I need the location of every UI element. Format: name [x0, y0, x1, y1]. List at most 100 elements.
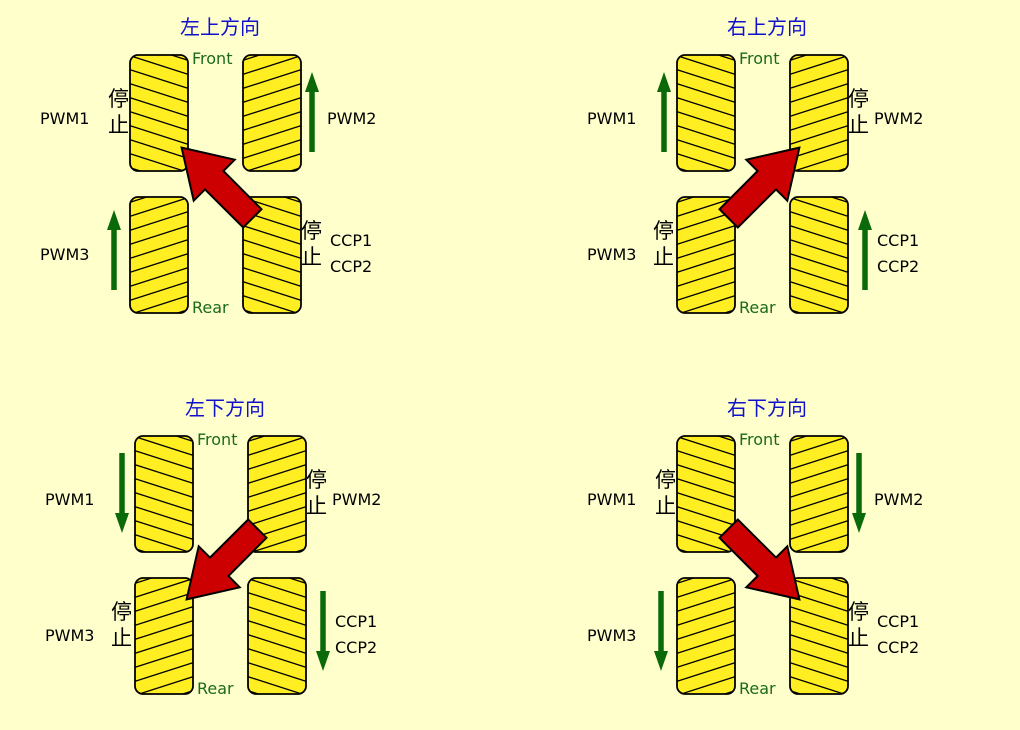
motor-label-rr-2: CCP2 — [877, 257, 919, 276]
stop-marker-rl: 停 — [111, 600, 132, 624]
motor-label-fr: PWM2 — [874, 109, 923, 128]
stop-marker-rr: 止 — [848, 626, 869, 650]
wheel-rl — [134, 577, 194, 695]
stop-marker-rl: 停 — [653, 219, 674, 243]
roller-lines — [790, 55, 848, 171]
front-label: Front — [197, 430, 237, 449]
motor-label-rl: PWM3 — [587, 245, 636, 264]
panel-title: 右下方向 — [727, 396, 807, 420]
wheel-rl — [129, 196, 189, 314]
roller-lines — [790, 578, 848, 694]
wheel-rr — [789, 196, 849, 314]
front-label: Front — [739, 49, 779, 68]
wheel-outline — [789, 196, 849, 314]
motor-direction-arrow-icon — [858, 210, 872, 290]
stop-marker-rl: 止 — [653, 245, 674, 269]
motor-label-fr: PWM2 — [874, 490, 923, 509]
wheel-outline — [247, 577, 307, 695]
roller-lines — [677, 578, 735, 694]
motor-label-fl: PWM1 — [587, 490, 636, 509]
wheel-outline — [129, 54, 189, 172]
movement-direction-arrow-icon — [180, 146, 263, 229]
motor-label-rr-1: CCP1 — [877, 231, 919, 250]
motor-label-rr-2: CCP2 — [335, 638, 377, 657]
stop-marker-fl: 止 — [655, 494, 676, 518]
stop-marker-fl: 停 — [655, 468, 676, 492]
wheel-outline — [676, 54, 736, 172]
motor-label-fr: PWM2 — [327, 109, 376, 128]
stop-marker-rl: 止 — [111, 626, 132, 650]
wheel-outline — [242, 54, 302, 172]
panel-title: 右上方向 — [727, 15, 807, 39]
wheel-rl — [676, 577, 736, 695]
wheel-outline — [134, 577, 194, 695]
wheel-fr — [789, 435, 849, 553]
wheel-outline — [134, 435, 194, 553]
motor-direction-arrow-icon — [305, 72, 319, 152]
wheel-outline — [242, 196, 302, 314]
stop-marker-rr: 停 — [848, 600, 869, 624]
rear-label: Rear — [197, 679, 234, 698]
wheel-outline — [676, 435, 736, 553]
motor-direction-arrow-icon — [115, 453, 129, 533]
wheel-outline — [247, 435, 307, 553]
motor-direction-arrow-icon — [654, 591, 668, 671]
motor-direction-arrow-icon — [107, 210, 121, 290]
wheel-outline — [676, 577, 736, 695]
wheel-rl — [676, 196, 736, 314]
wheel-fl — [676, 435, 736, 553]
wheel-outline — [676, 196, 736, 314]
motor-label-rr-2: CCP2 — [330, 257, 372, 276]
motor-label-rr-1: CCP1 — [335, 612, 377, 631]
stop-marker-fr: 停 — [306, 468, 327, 492]
movement-direction-arrow-icon — [185, 518, 268, 601]
wheel-fr — [789, 54, 849, 172]
front-label: Front — [192, 49, 232, 68]
rear-label: Rear — [739, 679, 776, 698]
motor-label-rl: PWM3 — [40, 245, 89, 264]
motor-label-fl: PWM1 — [587, 109, 636, 128]
stop-marker-fr: 止 — [306, 494, 327, 518]
stop-marker-fl: 止 — [108, 113, 129, 137]
motor-label-rr-2: CCP2 — [877, 638, 919, 657]
motor-direction-arrow-icon — [657, 72, 671, 152]
stop-marker-rr: 止 — [301, 245, 322, 269]
wheel-rr — [247, 577, 307, 695]
wheel-rr — [789, 577, 849, 695]
motor-label-fl: PWM1 — [40, 109, 89, 128]
stop-marker-fr: 止 — [848, 113, 869, 137]
wheel-rr — [242, 196, 302, 314]
rear-label: Rear — [739, 298, 776, 317]
motor-direction-arrow-icon — [316, 591, 330, 671]
wheel-fl — [129, 54, 189, 172]
wheel-outline — [789, 54, 849, 172]
motor-label-rr-1: CCP1 — [877, 612, 919, 631]
motor-direction-arrow-icon — [852, 453, 866, 533]
motor-label-rl: PWM3 — [587, 626, 636, 645]
wheel-fr — [247, 435, 307, 553]
panel-title: 左下方向 — [185, 396, 265, 420]
wheel-fl — [676, 54, 736, 172]
wheel-outline — [789, 435, 849, 553]
wheel-outline — [789, 577, 849, 695]
wheel-fl — [134, 435, 194, 553]
roller-lines — [790, 197, 848, 313]
motor-label-fl: PWM1 — [45, 490, 94, 509]
motor-label-rl: PWM3 — [45, 626, 94, 645]
movement-direction-arrow-icon — [718, 146, 801, 229]
wheel-fr — [242, 54, 302, 172]
stop-marker-fr: 停 — [848, 87, 869, 111]
stop-marker-fl: 停 — [108, 87, 129, 111]
movement-direction-arrow-icon — [718, 518, 801, 601]
motor-label-fr: PWM2 — [332, 490, 381, 509]
wheel-outline — [129, 196, 189, 314]
motor-label-rr-1: CCP1 — [330, 231, 372, 250]
front-label: Front — [739, 430, 779, 449]
stop-marker-rr: 停 — [301, 219, 322, 243]
roller-lines — [677, 436, 735, 552]
